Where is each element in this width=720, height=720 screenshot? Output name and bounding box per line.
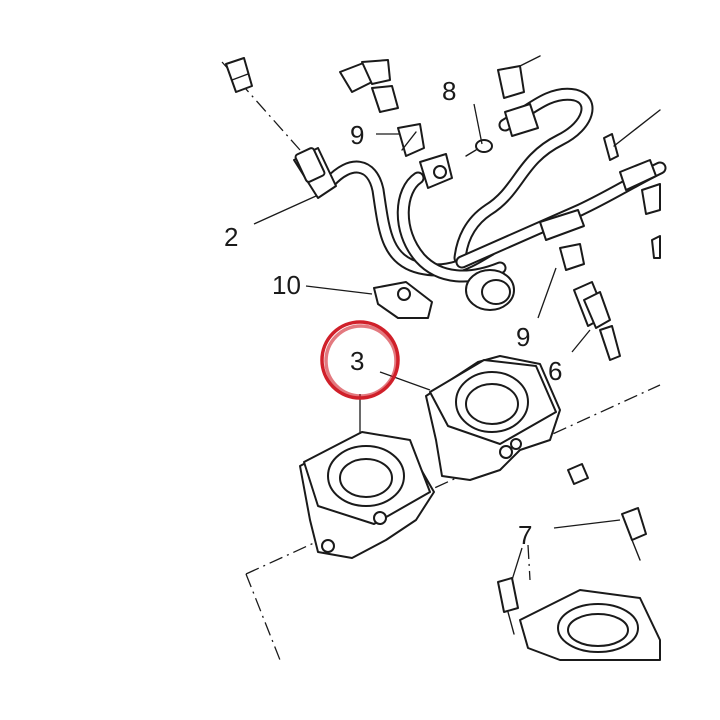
callout-9-upper: 9 [350, 120, 364, 150]
clip-9-lower [559, 243, 585, 271]
callout-9-lower: 9 [516, 322, 530, 352]
throttle-body-upper [425, 355, 561, 481]
callout-2: 2 [224, 222, 238, 252]
highlight-circle [320, 320, 400, 400]
callout-8: 8 [442, 76, 456, 106]
screw-8 [465, 139, 493, 157]
bracket-10 [373, 281, 433, 319]
throttle-body-highlighted [299, 431, 435, 559]
callout-3: 3 [350, 346, 364, 376]
upper-components [225, 55, 661, 161]
fuel-hose-assembly [293, 87, 667, 311]
callout-6: 6 [548, 356, 562, 386]
assembly-axis-lines [221, 61, 661, 661]
callout-7: 7 [518, 520, 532, 550]
clip-9-upper [397, 123, 425, 157]
leader-lines [253, 103, 621, 581]
injector-6 [573, 281, 621, 361]
throttle-body-lower [519, 589, 661, 661]
callout-10: 10 [272, 270, 301, 300]
bolts-7 [497, 463, 647, 635]
